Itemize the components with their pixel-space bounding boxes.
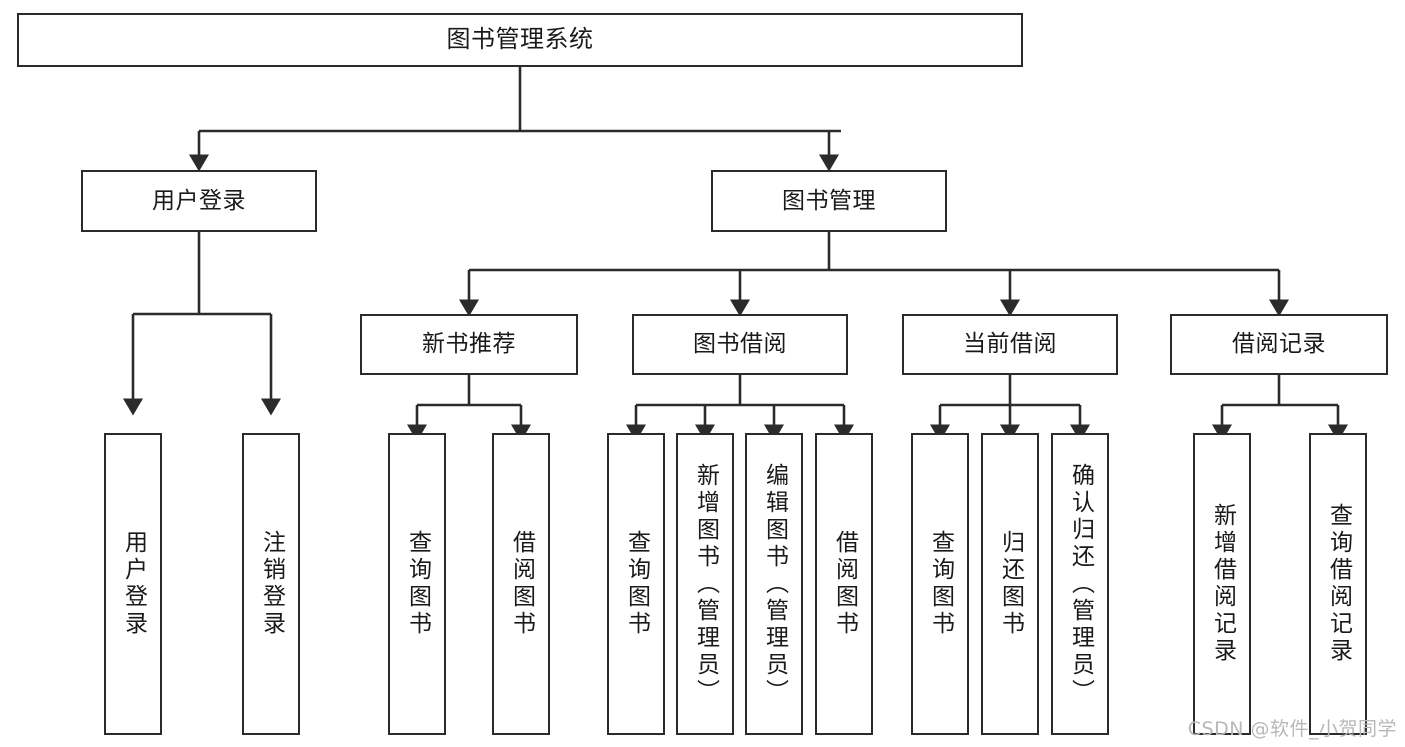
leaf-borrow-query-book-label: 查询图书 — [623, 530, 650, 638]
node-new-book-recommend-label: 新书推荐 — [422, 331, 516, 358]
node-borrow-record-label: 借阅记录 — [1232, 331, 1326, 358]
node-current-borrow[interactable]: 当前借阅 — [902, 314, 1118, 375]
leaf-borrow-query-book[interactable]: 查询图书 — [607, 433, 665, 735]
leaf-current-confirm-return-admin[interactable]: 确认归还（管理员） — [1051, 433, 1109, 735]
node-current-borrow-label: 当前借阅 — [963, 331, 1057, 358]
leaf-record-add-record[interactable]: 新增借阅记录 — [1193, 433, 1251, 735]
watermark-text: CSDN @软件_小贺同学 — [1187, 718, 1397, 740]
node-root-label: 图书管理系统 — [446, 25, 594, 54]
leaf-borrow-edit-book-admin-label: 编辑图书（管理员） — [761, 462, 788, 706]
leaf-user-login-login[interactable]: 用户登录 — [104, 433, 162, 735]
node-user-login[interactable]: 用户登录 — [81, 170, 317, 232]
node-book-borrow-label: 图书借阅 — [693, 331, 787, 358]
leaf-user-login-logout[interactable]: 注销登录 — [242, 433, 300, 735]
node-book-management[interactable]: 图书管理 — [711, 170, 947, 232]
leaf-record-add-record-label: 新增借阅记录 — [1209, 503, 1236, 665]
leaf-borrow-borrow-book[interactable]: 借阅图书 — [815, 433, 873, 735]
leaf-new-book-query[interactable]: 查询图书 — [388, 433, 446, 735]
node-book-management-label: 图书管理 — [782, 187, 876, 214]
leaf-current-confirm-return-admin-label: 确认归还（管理员） — [1067, 462, 1094, 706]
leaf-new-book-query-label: 查询图书 — [404, 530, 431, 638]
leaf-borrow-add-book-admin[interactable]: 新增图书（管理员） — [676, 433, 734, 735]
leaf-record-query-record-label: 查询借阅记录 — [1325, 503, 1352, 665]
node-new-book-recommend[interactable]: 新书推荐 — [360, 314, 578, 375]
node-borrow-record[interactable]: 借阅记录 — [1170, 314, 1388, 375]
node-book-borrow[interactable]: 图书借阅 — [632, 314, 848, 375]
leaf-user-login-logout-label: 注销登录 — [258, 530, 285, 638]
leaf-new-book-borrow[interactable]: 借阅图书 — [492, 433, 550, 735]
leaf-borrow-add-book-admin-label: 新增图书（管理员） — [692, 462, 719, 706]
leaf-current-return-book[interactable]: 归还图书 — [981, 433, 1039, 735]
leaf-current-query-book[interactable]: 查询图书 — [911, 433, 969, 735]
leaf-borrow-borrow-book-label: 借阅图书 — [831, 530, 858, 638]
leaf-user-login-login-label: 用户登录 — [120, 530, 147, 638]
leaf-current-return-book-label: 归还图书 — [997, 530, 1024, 638]
leaf-new-book-borrow-label: 借阅图书 — [508, 530, 535, 638]
leaf-record-query-record[interactable]: 查询借阅记录 — [1309, 433, 1367, 735]
node-root-book-management-system[interactable]: 图书管理系统 — [17, 13, 1023, 67]
leaf-borrow-edit-book-admin[interactable]: 编辑图书（管理员） — [745, 433, 803, 735]
leaf-current-query-book-label: 查询图书 — [927, 530, 954, 638]
node-user-login-label: 用户登录 — [152, 187, 246, 214]
